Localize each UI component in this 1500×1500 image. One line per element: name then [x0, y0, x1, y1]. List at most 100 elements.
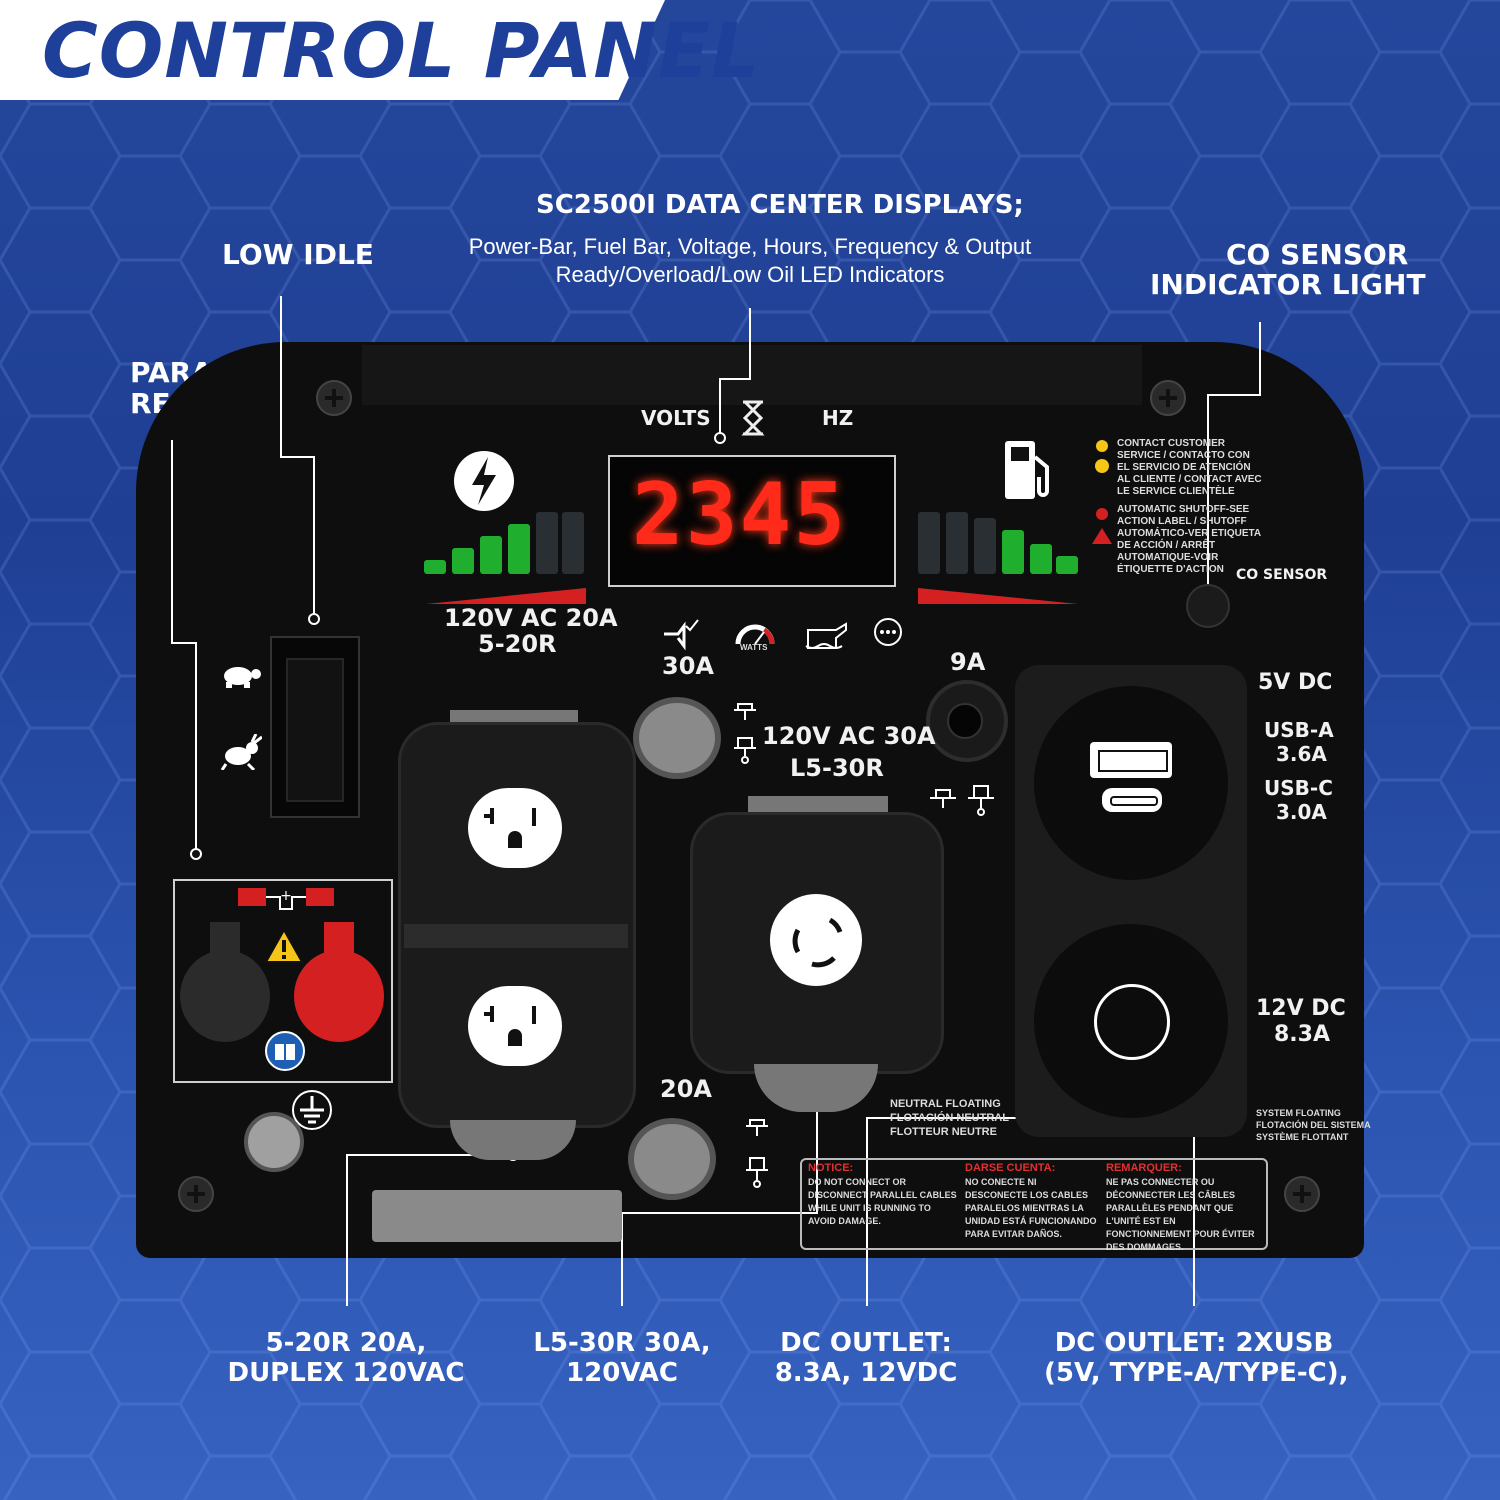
terminal-cap-stem: [210, 922, 240, 962]
parallel-terminal-negative[interactable]: [180, 950, 270, 1042]
outlet-slots: [484, 1006, 536, 1046]
leader-dot: [714, 432, 726, 444]
usb-port-cover: [1034, 686, 1228, 880]
parallel-terminal-diagram: +: [238, 888, 334, 910]
usb-a-label-2: 3.6A: [1276, 742, 1327, 766]
usb-a-port[interactable]: [1090, 742, 1172, 778]
parallel-terminal-positive[interactable]: [294, 950, 384, 1042]
bottom-callout-duplex-1: 5-20R 20A,: [265, 1328, 427, 1358]
lightning-icon: [454, 451, 514, 511]
bottom-callout-dc12-2: 8.3A, 12VDC: [774, 1358, 958, 1388]
l5-30r-outlet[interactable]: [770, 894, 862, 986]
notice-text-fr: NE PAS CONNECTER OU DÉCONNECTER LES CÂBL…: [1106, 1177, 1255, 1252]
watts-label: WATTS: [740, 643, 768, 652]
system-floating-2: FLOTACIÓN DEL SISTEMA: [1256, 1120, 1371, 1130]
dc-12v-socket[interactable]: [1094, 984, 1170, 1060]
leader-line: [346, 1154, 512, 1156]
bottom-callout-l5-2: 120VAC: [566, 1358, 678, 1388]
title-banner: [0, 0, 665, 100]
breaker-20a-button[interactable]: [628, 1118, 716, 1200]
fuel-pump-icon: [1005, 441, 1049, 499]
ground-terminal[interactable]: [244, 1112, 304, 1172]
system-floating-1: SYSTEM FLOATING: [1256, 1108, 1341, 1118]
low-idle-callout: LOW IDLE: [222, 238, 374, 271]
ac30-label-2: L5-30R: [790, 754, 884, 782]
hz-label: HZ: [822, 406, 854, 430]
notice-label: [800, 1158, 1268, 1250]
parallel-terminal-box: [173, 879, 393, 1083]
screw: [1284, 1176, 1320, 1212]
ac20-label-2: 5-20R: [478, 630, 557, 658]
ac30-label-1: 120V AC 30A: [762, 722, 936, 750]
ground-icon: [292, 1090, 332, 1130]
neutral-floating-3: FLOTTEUR NEUTRE: [890, 1126, 997, 1138]
leader-line: [621, 1212, 623, 1306]
data-center-callout-line1: Power-Bar, Fuel Bar, Voltage, Hours, Fre…: [468, 234, 1032, 259]
leader-line: [749, 308, 751, 380]
duplex-outlet-top[interactable]: [468, 788, 562, 868]
co-text-1: CONTACT CUSTOMER SERVICE / CONTACTO CON …: [1117, 438, 1262, 497]
data-center-callout-line2: Ready/Overload/Low Oil LED Indicators: [555, 262, 945, 287]
outlet-cover-hinge: [450, 710, 578, 724]
bottom-callout-l5-1: L5-30R 30A,: [533, 1328, 711, 1358]
leader-line: [195, 642, 197, 850]
usb-c-label-1: USB-C: [1264, 776, 1333, 800]
page-title: CONTROL PANEL: [42, 6, 761, 95]
notice-text-es: NO CONECTE NI DESCONECTE LOS CABLES PARA…: [965, 1177, 1097, 1239]
bottom-callout-usb-1: DC OUTLET: 2XUSB: [1054, 1328, 1334, 1358]
screw: [1150, 380, 1186, 416]
leader-line: [866, 1117, 1130, 1119]
breaker-reset-icon: [734, 703, 756, 764]
outlet-cover-tab: [450, 1120, 576, 1160]
dc-breaker-cap: [947, 703, 983, 739]
leader-line: [1259, 322, 1261, 396]
leader-dot: [308, 613, 320, 625]
screw: [316, 380, 352, 416]
svg-text:+: +: [280, 888, 292, 904]
usb-c-port[interactable]: [1102, 788, 1162, 812]
data-center-callout-title: SC2500I DATA CENTER DISPLAYS;: [536, 190, 1024, 220]
usb-a-label-1: USB-A: [1264, 718, 1334, 742]
breaker-reset-icon: [746, 1119, 768, 1188]
leader-line: [346, 1154, 348, 1306]
neutral-floating-1: NEUTRAL FLOATING: [890, 1098, 1001, 1110]
outlet-slots: [484, 808, 536, 848]
twist-lock-slots: [792, 917, 843, 968]
breaker-reset-icon: [930, 785, 994, 816]
leader-line: [171, 642, 197, 644]
duplex-outlet-bottom[interactable]: [468, 986, 562, 1066]
bottom-callout-dc12-1: DC OUTLET:: [780, 1328, 952, 1358]
leader-line: [280, 456, 314, 458]
handle-bar: [372, 1190, 622, 1242]
leader-line: [621, 1212, 817, 1214]
low-idle-switch[interactable]: [270, 636, 360, 818]
power-bar: [424, 508, 584, 574]
system-floating-3: SYSTÈME FLOTTANT: [1256, 1132, 1349, 1142]
display-readout: 2345: [632, 465, 848, 565]
notice-title-es: DARSE CUENTA:: [965, 1162, 1056, 1174]
duplex-divider: [404, 924, 628, 948]
co-sensor-callout-1: CO SENSOR: [1226, 238, 1409, 271]
breaker-30a-button[interactable]: [633, 697, 721, 779]
neutral-floating-2: FLOTACIÓN NEUTRAL: [890, 1112, 1009, 1124]
notice-title-en: NOTICE:: [808, 1162, 854, 1174]
breaker-20a-label: 20A: [660, 1075, 712, 1103]
dc-5v-label: 5V DC: [1258, 670, 1333, 695]
bottom-callout-usb-2: (5V, TYPE-A/TYPE-C),: [1044, 1358, 1349, 1388]
more-icon: [874, 618, 902, 646]
leader-line: [313, 456, 315, 614]
breaker-30a-label: 30A: [662, 652, 714, 680]
leader-line: [719, 378, 721, 434]
leader-line: [171, 440, 173, 642]
hourglass-icon: [741, 400, 765, 436]
outlet-cover-hinge: [748, 796, 888, 814]
manual-icon: [265, 1031, 305, 1071]
co-sensor-light: [1186, 584, 1230, 628]
dc-12v-label-2: 8.3A: [1274, 1022, 1330, 1047]
co-warning-icon: [1092, 508, 1112, 544]
leader-line: [816, 1092, 818, 1214]
leader-line: [280, 296, 282, 456]
data-center-display: 2345: [608, 455, 896, 587]
breaker-9a-label: 9A: [950, 648, 986, 676]
leader-line: [719, 378, 751, 380]
